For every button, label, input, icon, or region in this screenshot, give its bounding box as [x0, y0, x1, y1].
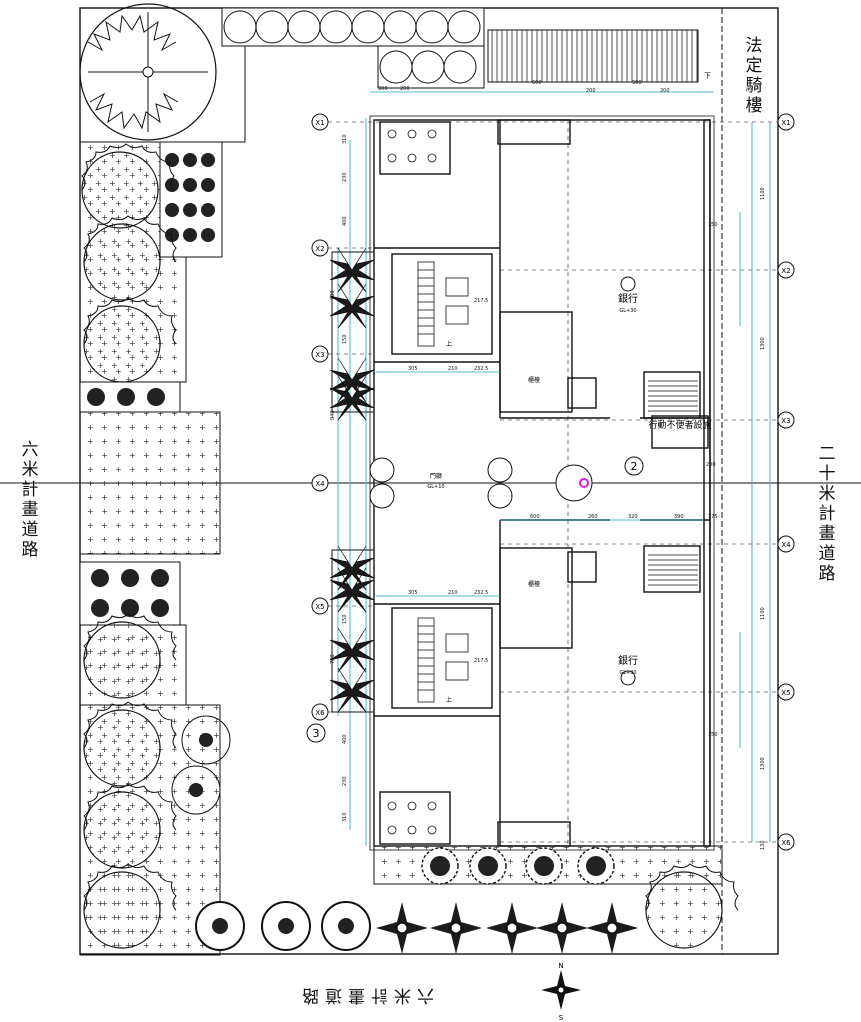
room-bank-lower: 銀行 [618, 654, 638, 667]
dim-left-4: 780 [330, 290, 336, 300]
dim-mid-1: 600 [530, 514, 540, 520]
dim-stair-3: 305 [408, 366, 418, 372]
dim-stair-6: 305 [408, 590, 418, 596]
landscape-bottom [195, 845, 723, 955]
dim-top-1: 300 [378, 86, 388, 92]
compass-south: S [559, 1014, 564, 1022]
landscape-left [79, 141, 739, 956]
dim-stair-4: 210 [448, 366, 458, 372]
grid-bubbles-right [777, 113, 795, 851]
dim-left-7: 780 [330, 654, 336, 664]
compass-rose [541, 970, 581, 1010]
grid-label-right-5: X5 [781, 689, 790, 697]
dim-right-2: 1300 [760, 337, 766, 350]
grid-label-left-6: X6 [315, 709, 325, 717]
circled-marks [306, 276, 644, 743]
label-arcade: 法定騎樓 [745, 36, 763, 116]
dim-top-4: 300 [632, 80, 642, 86]
grid-label-right-1: X1 [781, 119, 790, 127]
circled-number-2: 2 [631, 460, 638, 473]
compass-north: N [558, 962, 563, 970]
planter-left [331, 251, 375, 713]
dim-left-6: 940 [330, 410, 336, 420]
stairs [417, 261, 698, 703]
label-road-left: 六米計畫道路 [21, 440, 39, 560]
label-road-bottom: 六米計畫道路 [296, 985, 434, 1005]
grid-label-left-2: X2 [315, 245, 324, 253]
room-atm: 行動不便者設施 [648, 419, 711, 431]
dim-stair-5: 232.5 [474, 366, 488, 372]
grid-label-left-4: X4 [315, 480, 325, 488]
arcade-hatch [487, 29, 699, 83]
grid-label-right-6: X6 [781, 839, 791, 847]
dim-mid-4: 390 [674, 514, 684, 520]
dim-left-11: 310 [342, 812, 348, 822]
label-road-right: 二十米計畫道路 [818, 444, 836, 584]
toilets [387, 129, 437, 835]
room-lobby: 門廳 [430, 472, 442, 480]
dim-left-5: 150 [342, 334, 348, 344]
dim-stair-7: 210 [448, 590, 458, 596]
grid-label-left-3: X3 [315, 351, 324, 359]
dim-left-2: 230 [342, 172, 348, 182]
dim-right-1: 1100 [760, 187, 766, 200]
grid-bubbles-left [311, 113, 329, 721]
trees-bottom-left [171, 715, 231, 815]
dim-left-10: 230 [342, 776, 348, 786]
dim-left-8: 150 [342, 614, 348, 624]
dim-top-2: 200 [400, 86, 410, 92]
hedge-top [221, 7, 485, 89]
grid-label-right-2: X2 [781, 267, 790, 275]
dim-mid-7: 150 [708, 222, 718, 228]
grid-label-right-4: X4 [781, 541, 791, 549]
dim-left-1: 310 [342, 134, 348, 144]
dim-mid-8: 150 [708, 732, 718, 738]
stair-mark-upper: 上 [446, 340, 452, 348]
room-counter-upper: 櫃檯 [528, 376, 540, 384]
origin-marker [579, 478, 589, 488]
entrance-doors [369, 457, 593, 509]
dim-stair-8: 232.5 [474, 590, 488, 596]
dim-mid-5: 175 [708, 514, 718, 520]
dim-right-5: 130 [760, 840, 766, 850]
dimension-lines [337, 91, 771, 846]
room-bank-upper-elev: GL+30 [619, 308, 636, 314]
stair-mark-lower: 上 [446, 696, 452, 704]
down-mark: 下 [704, 72, 711, 80]
circled-number-3: 3 [313, 727, 320, 740]
dim-stair-1: 217.5 [474, 298, 488, 304]
grid-label-left-5: X5 [315, 603, 324, 611]
room-counter-lower: 櫃檯 [528, 580, 540, 588]
room-lobby-elev: GL+10 [427, 484, 444, 490]
dim-mid-2: 260 [588, 514, 598, 520]
dim-top-5: 200 [586, 88, 596, 94]
dim-right-3: 1300 [760, 757, 766, 770]
tree-top-left [79, 3, 217, 141]
dim-top-6: 200 [660, 88, 670, 94]
dim-right-4: 1100 [760, 607, 766, 620]
dim-top-3: 600 [532, 80, 542, 86]
grid-label-right-3: X3 [781, 417, 790, 425]
room-bank-lower-elev: GL+30 [619, 670, 636, 676]
dim-stair-2: 217.5 [474, 658, 488, 664]
dim-left-3: 400 [342, 216, 348, 226]
dim-mid-6: 200 [706, 462, 716, 468]
room-bank-upper: 銀行 [618, 292, 638, 305]
grid-label-left-1: X1 [315, 119, 324, 127]
dim-left-9: 400 [342, 734, 348, 744]
dim-mid-3: 320 [628, 514, 638, 520]
